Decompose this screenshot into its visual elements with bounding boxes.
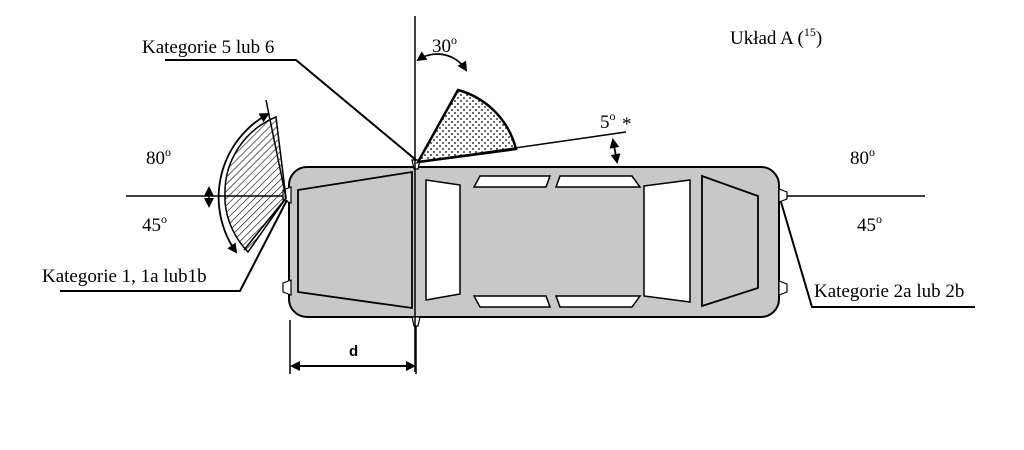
rear-door-window	[643, 179, 691, 303]
angle-30-label: 30o	[432, 33, 457, 57]
roof-panel-bottom-right	[554, 295, 642, 308]
bottom-side-mirror	[411, 316, 421, 327]
rear-window	[701, 174, 759, 308]
title-layout-a: Układ A (15)	[730, 25, 822, 49]
left-angle-80-label: 80o	[146, 145, 171, 169]
front-door-window	[425, 179, 461, 301]
right-angle-80-label: 80o	[850, 145, 875, 169]
roof-panel-bottom-left	[472, 295, 552, 308]
right-rear-mirror	[778, 280, 788, 296]
right-front-mirror	[778, 188, 788, 203]
label-category-1: Kategorie 1, 1a lub1b	[42, 266, 207, 287]
left-angle-45-label: 45o	[142, 212, 167, 236]
roof-panel-top-right	[554, 175, 642, 188]
leader-category-2	[780, 201, 975, 308]
angle-30-arrow	[416, 51, 468, 72]
windshield	[297, 170, 413, 310]
right-angle-45-label: 45o	[857, 212, 882, 236]
left-angle-arc-arrow	[217, 113, 270, 254]
star-marker: *	[622, 114, 632, 135]
distance-d-label: d	[349, 343, 358, 360]
label-category-5-6: Kategorie 5 lub 6	[142, 37, 274, 58]
field-of-view-30deg-sector	[415, 88, 518, 164]
roof-panel-top-left	[472, 175, 552, 188]
leader-category-5-6	[165, 59, 417, 161]
label-category-2: Kategorie 2a lub 2b	[814, 281, 964, 302]
field-of-view-left-hatched-sector	[224, 115, 287, 254]
fov-5deg-line	[417, 131, 627, 163]
angle-5-arrow	[609, 138, 621, 164]
left-rear-mirror	[282, 279, 292, 296]
leader-category-1	[60, 199, 288, 292]
angle-5-label: 5o	[600, 109, 616, 133]
